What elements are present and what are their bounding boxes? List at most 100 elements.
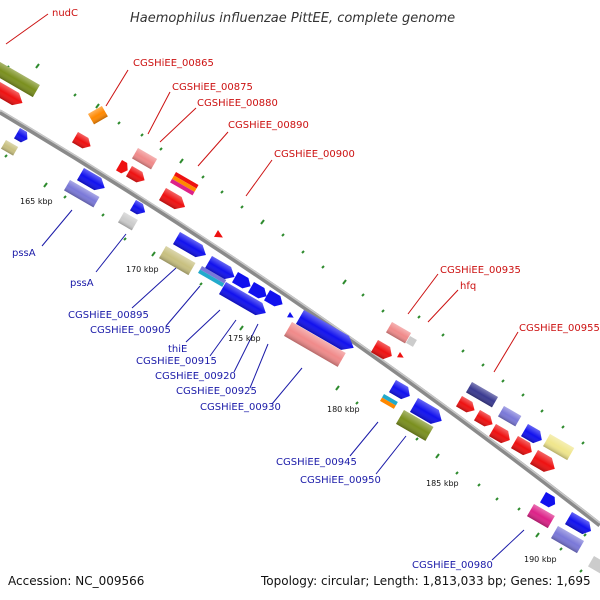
- gene-arrow[interactable]: [159, 188, 189, 213]
- gene-block[interactable]: [132, 148, 158, 170]
- gene-block[interactable]: [396, 410, 434, 441]
- tick-mark: [415, 437, 419, 441]
- tick-mark: [240, 205, 244, 209]
- gene-arrow[interactable]: [14, 128, 30, 144]
- gene-arrow[interactable]: [474, 410, 496, 429]
- gene-block[interactable]: [88, 106, 108, 125]
- gene-label-nudC[interactable]: nudC: [52, 8, 78, 19]
- gene-label-pssA-2[interactable]: pssA: [70, 278, 94, 289]
- tick-mark: [301, 250, 305, 254]
- gene-arrow[interactable]: [248, 282, 270, 301]
- gene-arrow[interactable]: [530, 450, 559, 476]
- gene-label-00930[interactable]: CGSHiEE_00930: [200, 402, 281, 413]
- tick-mark: [63, 195, 67, 199]
- tick-mark: [4, 154, 8, 158]
- gene-label-00915[interactable]: CGSHiEE_00915: [136, 356, 217, 367]
- gene-block[interactable]: [466, 382, 498, 408]
- gene-arrow[interactable]: [489, 424, 513, 446]
- tick-mark: [123, 237, 127, 241]
- leader-line: [349, 421, 379, 457]
- gene-block[interactable]: [170, 172, 199, 196]
- gene-arrow[interactable]: [371, 340, 395, 362]
- gene-block[interactable]: [543, 434, 575, 461]
- gene-arrow[interactable]: [214, 230, 225, 241]
- gene-arrow[interactable]: [232, 272, 254, 291]
- gene-label-00955[interactable]: CGSHiEE_00955: [519, 323, 600, 334]
- leader-line: [5, 13, 49, 45]
- leader-line: [493, 331, 519, 373]
- gene-arrow[interactable]: [264, 290, 286, 309]
- gene-label-00945[interactable]: CGSHiEE_00945: [276, 457, 357, 468]
- leader-line: [197, 131, 229, 167]
- gene-block[interactable]: [380, 394, 398, 409]
- gene-arrow[interactable]: [521, 424, 545, 446]
- gene-arrow[interactable]: [130, 200, 148, 217]
- leader-line: [185, 309, 221, 343]
- gene-block[interactable]: [159, 245, 196, 276]
- topology-text: Topology: circular; Length: 1,813,033 bp…: [260, 574, 591, 588]
- gene-arrow[interactable]: [205, 256, 238, 283]
- tick-mark: [361, 293, 365, 297]
- gene-block[interactable]: [0, 62, 40, 98]
- gene-arrow[interactable]: [540, 492, 558, 509]
- gene-arrow[interactable]: [173, 232, 209, 261]
- gene-label-hfq[interactable]: hfq: [460, 281, 476, 292]
- gene-label-00880[interactable]: CGSHiEE_00880: [197, 98, 278, 109]
- gene-block[interactable]: [588, 556, 600, 574]
- genome-backbone: [0, 109, 600, 527]
- leader-line: [427, 289, 459, 323]
- tick-mark: [179, 158, 184, 164]
- gene-label-thiE[interactable]: thiE: [168, 344, 187, 355]
- gene-block[interactable]: [406, 336, 417, 347]
- gene-arrow[interactable]: [72, 132, 94, 151]
- gene-arrow[interactable]: [410, 398, 446, 428]
- gene-label-00875[interactable]: CGSHiEE_00875: [172, 82, 253, 93]
- gene-arrow[interactable]: [116, 160, 131, 175]
- gene-arrow[interactable]: [77, 168, 108, 194]
- gene-block[interactable]: [527, 504, 555, 529]
- gene-arrow[interactable]: [511, 436, 535, 458]
- gene-arrow[interactable]: [397, 352, 405, 360]
- gene-label-00865[interactable]: CGSHiEE_00865: [133, 58, 214, 69]
- tick-mark: [461, 349, 465, 353]
- tick-mark: [579, 569, 583, 573]
- tick-mark: [239, 325, 244, 331]
- gene-label-00900[interactable]: CGSHiEE_00900: [274, 149, 355, 160]
- gene-arrow[interactable]: [219, 282, 269, 319]
- gene-block[interactable]: [551, 526, 584, 554]
- gene-block[interactable]: [118, 212, 138, 231]
- accession-text: Accession: NC_009566: [8, 574, 144, 588]
- leader-line: [147, 91, 171, 135]
- tick-mark: [581, 441, 585, 445]
- forward-gene-track: [0, 62, 575, 476]
- gene-block[interactable]: [198, 266, 227, 287]
- gene-arrow[interactable]: [389, 380, 413, 402]
- gene-block[interactable]: [498, 406, 522, 427]
- gene-arrow[interactable]: [565, 512, 595, 537]
- gene-label-pssA[interactable]: pssA: [12, 248, 36, 259]
- leader-line: [41, 209, 73, 247]
- gene-label-00905[interactable]: CGSHiEE_00905: [90, 325, 171, 336]
- tick-mark: [199, 282, 203, 286]
- gene-arrow[interactable]: [287, 312, 295, 320]
- gene-block[interactable]: [386, 322, 412, 344]
- tick-mark: [73, 93, 77, 97]
- gene-block[interactable]: [284, 322, 346, 367]
- tick-mark: [455, 471, 459, 475]
- gene-label-00890[interactable]: CGSHiEE_00890: [228, 120, 309, 131]
- gene-label-00950[interactable]: CGSHiEE_00950: [300, 475, 381, 486]
- gene-label-00895[interactable]: CGSHiEE_00895: [68, 310, 149, 321]
- gene-block[interactable]: [1, 140, 19, 156]
- leader-lines: [5, 13, 525, 561]
- gene-block[interactable]: [64, 180, 100, 208]
- gene-label-00980[interactable]: CGSHiEE_00980: [412, 560, 493, 571]
- gene-label-00925[interactable]: CGSHiEE_00925: [176, 386, 257, 397]
- gene-arrow[interactable]: [456, 396, 478, 415]
- gene-label-00935[interactable]: CGSHiEE_00935: [440, 265, 521, 276]
- gene-arrow[interactable]: [296, 310, 358, 355]
- tick-mark: [435, 453, 440, 459]
- gene-arrow[interactable]: [0, 82, 26, 109]
- gene-label-00920[interactable]: CGSHiEE_00920: [155, 371, 236, 382]
- leader-line: [105, 69, 129, 107]
- gene-arrow[interactable]: [126, 166, 148, 185]
